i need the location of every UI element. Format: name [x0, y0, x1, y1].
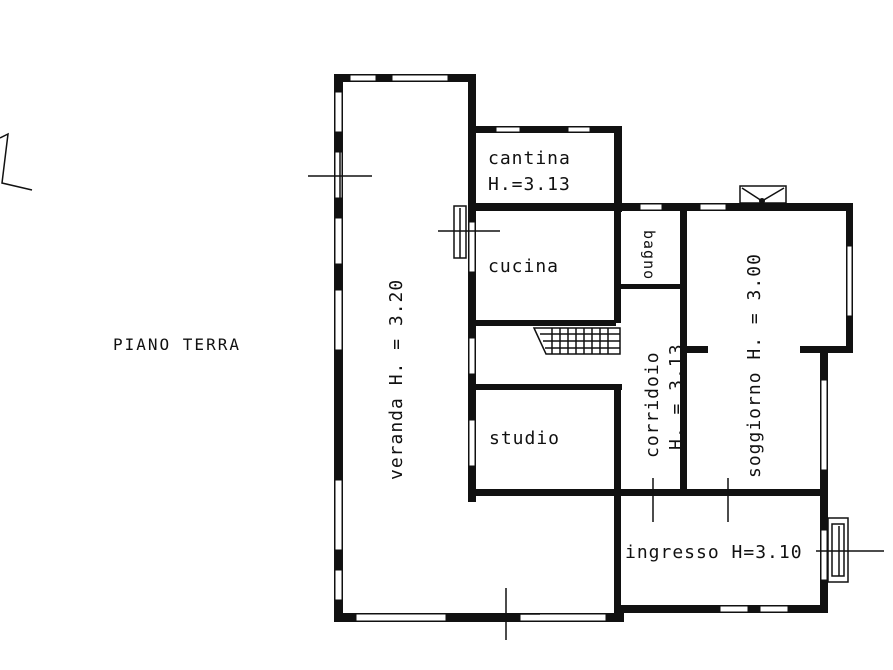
label-ingresso: ingresso H=3.10	[625, 542, 803, 563]
label-cantina-height: H.=3.13	[488, 174, 571, 195]
label-corridoio-height: H. = 3.13	[666, 343, 687, 450]
label-veranda: veranda H. = 3.20	[386, 279, 407, 480]
plan-title: PIANO TERRA	[113, 335, 241, 354]
north-arrow-fragment	[0, 132, 33, 191]
label-studio: studio	[489, 428, 560, 449]
label-bagno: bagno	[640, 230, 658, 280]
entrance-step	[827, 517, 849, 583]
chimney	[739, 185, 787, 204]
label-cantina: cantina	[488, 148, 571, 169]
label-cucina: cucina	[488, 256, 559, 277]
label-corridoio: corridoio	[642, 351, 663, 458]
section-markers	[308, 150, 884, 640]
windows	[334, 74, 853, 622]
label-soggiorno: soggiorno H. = 3.00	[744, 253, 765, 478]
staircase	[532, 327, 621, 355]
